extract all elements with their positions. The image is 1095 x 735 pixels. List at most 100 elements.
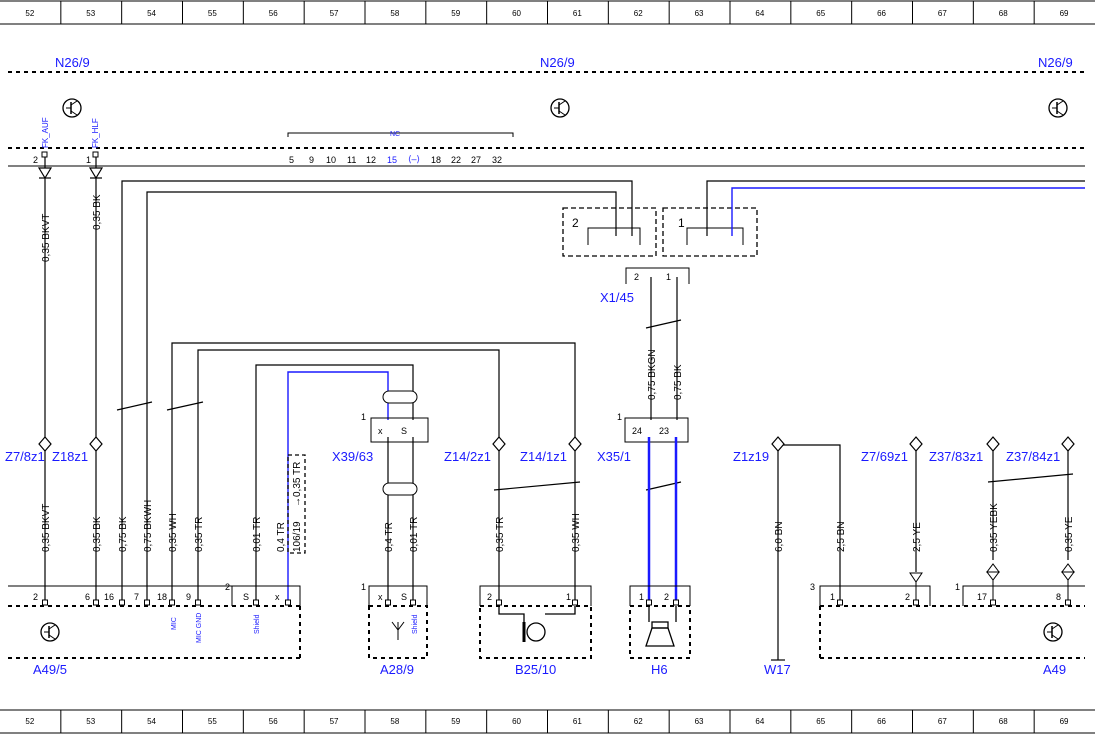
wire-group-left [37, 157, 1074, 600]
transistor-icon [550, 98, 570, 118]
pin: 16 [104, 592, 114, 602]
wire-label: 2,5 BN [836, 521, 847, 552]
ferrite-oval [382, 482, 418, 496]
pin-socket [673, 599, 679, 606]
x39-63-connector [370, 417, 429, 443]
shield-ref-box [287, 454, 306, 554]
mic-gnd-label: MIC GND [196, 613, 203, 643]
component-a49: A49 [1043, 662, 1066, 677]
splice-z7-8z1: Z7/8z1 [5, 449, 45, 464]
grid-number: 58 [390, 717, 399, 726]
pin: 1 [566, 592, 571, 602]
x35-23: 23 [659, 426, 669, 436]
pin-socket [285, 599, 291, 606]
pin-sockets [42, 599, 1071, 606]
pin: 1 [830, 592, 835, 602]
pin-socket [572, 599, 578, 606]
grid-number: 69 [1060, 9, 1069, 18]
wire-label: 0,75 BK [118, 516, 129, 552]
pin: 17 [977, 592, 987, 602]
nc-pin: 15 [387, 155, 397, 165]
grid-number: 66 [877, 9, 886, 18]
splice-z14-1z1: Z14/1z1 [520, 449, 567, 464]
nc-bracket [287, 132, 514, 137]
grid-number: 58 [390, 9, 399, 18]
wire-labels: 0,35 BKVT 0,35 BK 0,35 BKVT 0,35 BK 0,75… [41, 194, 1075, 552]
mic-label: MIC [171, 617, 178, 630]
splice-diamonds [38, 436, 1075, 452]
nc-pin: 32 [492, 155, 502, 165]
pin: 7 [134, 592, 139, 602]
ground-arrows [909, 563, 1075, 600]
pin: 3 [810, 582, 815, 592]
grid-number: 65 [816, 9, 825, 18]
grid-number: 52 [25, 717, 34, 726]
x1-pin-2: 2 [634, 272, 639, 282]
pin: S [243, 592, 249, 602]
n26-9-label-center: N26/9 [540, 55, 575, 70]
grid-number: 53 [86, 717, 95, 726]
grid-number: 57 [330, 717, 339, 726]
grid-number: 68 [999, 717, 1008, 726]
grid-number: 64 [755, 717, 764, 726]
nc-pin: 9 [309, 155, 314, 165]
x35-1-connector [624, 417, 689, 443]
connector-box-1 [662, 207, 758, 257]
pin: 1 [361, 582, 366, 592]
grid-number: 66 [877, 717, 886, 726]
wire-label: 0,75 BK [673, 364, 684, 400]
top-pin-2: 2 [33, 155, 38, 165]
wire-label: 0,35 WH [168, 513, 179, 552]
wire-label: 0,35 BKVT [41, 214, 52, 262]
wire-label: 0,75 BKGN [647, 349, 658, 400]
pin: 1 [639, 592, 644, 602]
wire-label: 0,35 BK [92, 194, 103, 230]
grid-number: 63 [695, 717, 704, 726]
blue-wire-right [731, 187, 1085, 236]
grid-number: 56 [269, 9, 278, 18]
microphone-icon [498, 606, 576, 642]
grid-number: 68 [999, 9, 1008, 18]
n26-9-label-right: N26/9 [1038, 55, 1073, 70]
transistor-icon [40, 622, 60, 642]
wire-label: 0,35 BK [92, 516, 103, 552]
x39-x: x [378, 426, 383, 436]
x35-num: 1 [617, 412, 622, 422]
box2-inner [587, 227, 641, 245]
grid-number: 64 [755, 9, 764, 18]
wire-label: 0,35 TR [495, 517, 506, 552]
splice-z14-2z1: Z14/2z1 [444, 449, 491, 464]
grid-number: 54 [147, 717, 156, 726]
grid-number: 59 [451, 9, 460, 18]
top-pin-1: 1 [86, 155, 91, 165]
pin-socket [93, 599, 99, 606]
nc-pins: 5 9 10 11 12 15 18 22 27 32 ⟨–⟩ [289, 154, 502, 165]
component-w17: W17 [764, 662, 791, 677]
wire-label: 0,35 TR [292, 462, 303, 497]
nc-pin: 10 [326, 155, 336, 165]
grid-number: 57 [330, 9, 339, 18]
nc-pin: 18 [431, 155, 441, 165]
pin-socket [253, 599, 259, 606]
b25-10-box [479, 605, 592, 659]
a49-box [819, 585, 1085, 659]
pin: 9 [186, 592, 191, 602]
pin: 2 [33, 592, 38, 602]
nc-pin: 5 [289, 155, 294, 165]
pin-socket [92, 151, 99, 158]
box2-label: 2 [572, 216, 579, 230]
grid-number: 52 [25, 9, 34, 18]
h6-box [629, 605, 691, 659]
nc-pin: 11 [347, 155, 356, 165]
grid-number: 59 [451, 717, 460, 726]
pin-socket [990, 599, 996, 606]
pin: S [401, 592, 407, 602]
pin: 2 [664, 592, 669, 602]
component-h6: H6 [651, 662, 668, 677]
pin: x [378, 592, 383, 602]
transistor-icon [62, 98, 82, 118]
connector-x35-1: X35/1 [597, 449, 631, 464]
nc-pin: 12 [366, 155, 376, 165]
component-a49-5: A49/5 [33, 662, 67, 677]
